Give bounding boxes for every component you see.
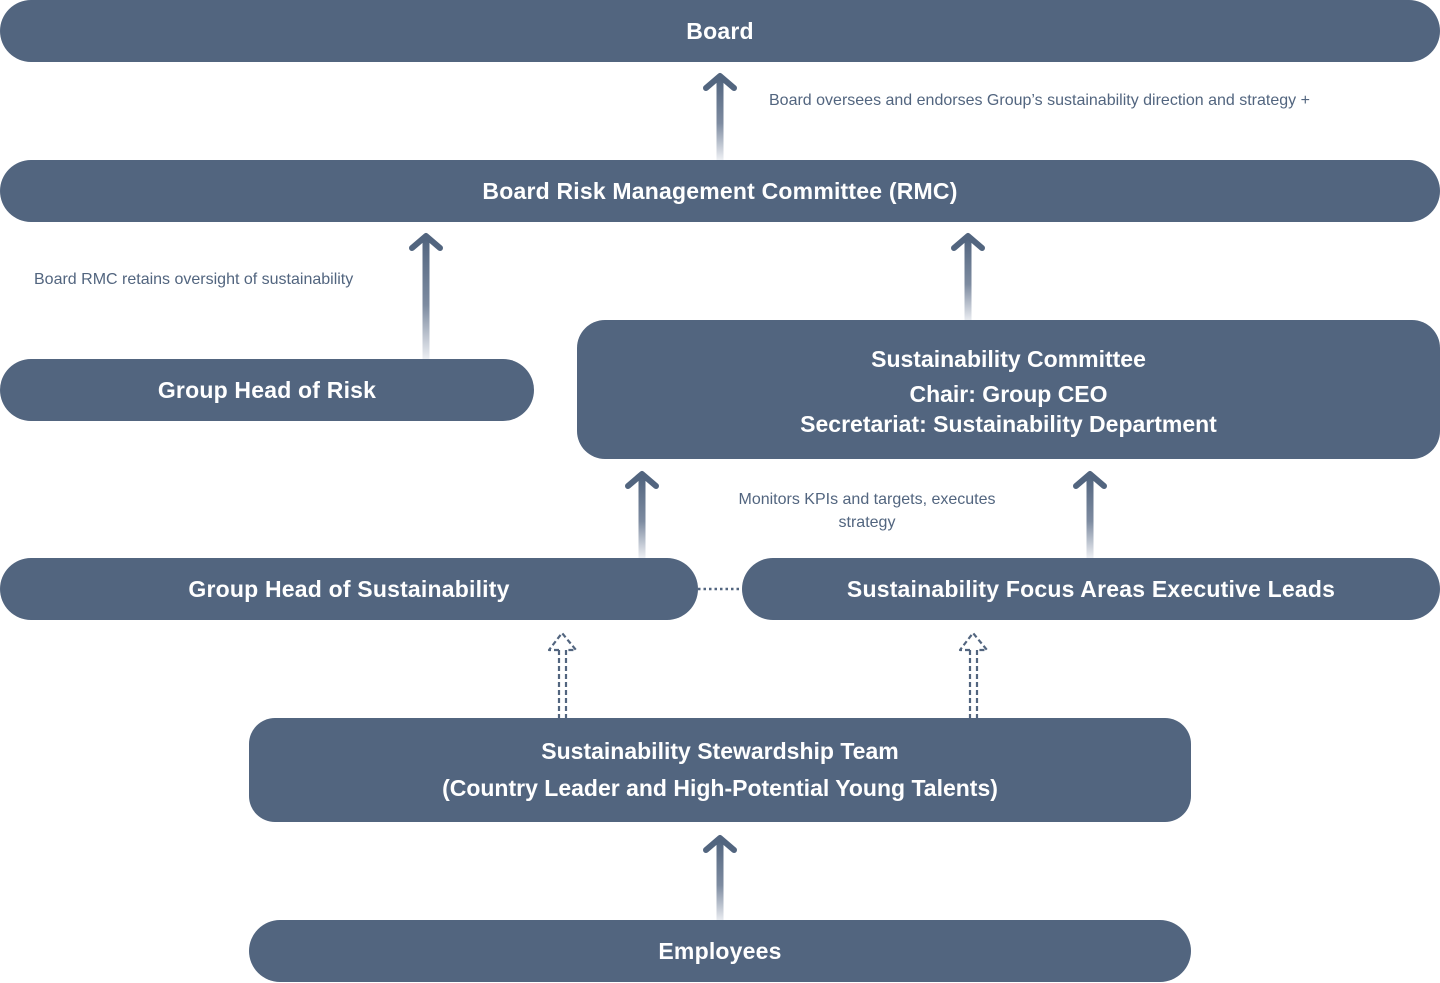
node-group-head-of-risk-label: Group Head of Risk [157,376,377,403]
arrow-head-of-risk-to-rmc [409,233,443,360]
arrow-committee-to-rmc [951,233,985,322]
arrow-rmc-to-board [703,73,737,160]
arrow-employees-to-stewardship [703,835,737,922]
annotation-board-oversight: Board oversees and endorses Group’s sust… [769,92,1310,109]
committee-chair: Chair: Group CEO [909,380,1108,407]
node-employees: Employees [249,920,1191,982]
stewardship-title: Sustainability Stewardship Team [541,738,899,764]
node-board-label: Board [686,17,754,44]
arrow-focus-leads-to-committee [1073,471,1107,558]
node-group-head-of-sustainability-label: Group Head of Sustainability [188,575,510,602]
node-focus-area-executive-leads-label: Sustainability Focus Areas Executive Lea… [846,575,1336,602]
stewardship-subtitle: (Country Leader and High-Potential Young… [442,775,998,801]
node-rmc: Board Risk Management Committee (RMC) [0,160,1440,222]
node-sustainability-committee: Sustainability Committee Chair: Group CE… [577,320,1440,459]
annotation-rmc-oversight: Board RMC retains oversight of sustainab… [34,271,354,288]
node-board: Board [0,0,1440,62]
arrow-head-of-sustainability-to-committee [625,471,659,558]
dashed-arrow-stewardship-to-leads [958,631,989,718]
node-rmc-label: Board Risk Management Committee (RMC) [482,177,958,204]
node-group-head-of-sustainability: Group Head of Sustainability [0,558,698,620]
node-focus-area-executive-leads: Sustainability Focus Areas Executive Lea… [742,558,1440,620]
annotation-monitors-kpis: Monitors KPIs and targets, executes stra… [738,491,996,531]
node-group-head-of-risk: Group Head of Risk [0,359,534,421]
dashed-arrow-stewardship-to-head [547,631,578,718]
committee-secretariat: Secretariat: Sustainability Department [800,410,1217,437]
node-employees-label: Employees [658,937,782,964]
committee-title: Sustainability Committee [871,345,1146,372]
node-stewardship-team: Sustainability Stewardship Team (Country… [249,718,1191,822]
